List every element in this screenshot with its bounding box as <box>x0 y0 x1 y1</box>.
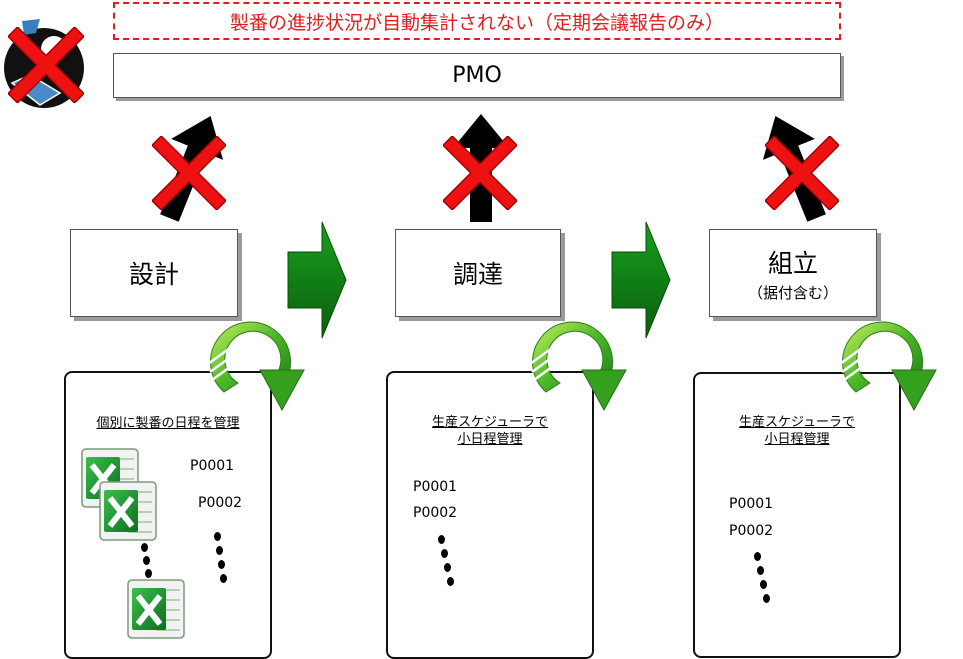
order-code: P0002 <box>729 523 774 539</box>
ellipsis-dot <box>143 556 150 565</box>
ellipsis-dot <box>757 566 764 575</box>
panel-caption: 個別に製番の日程を管理 <box>96 416 240 431</box>
process-title: 設計 <box>128 260 179 289</box>
panel-caption: 生産スケジューラで 小日程管理 <box>738 415 856 447</box>
cycle-arrow-icon <box>198 306 308 416</box>
red-x-icon <box>765 136 839 210</box>
ellipsis-dot <box>438 535 445 544</box>
ellipsis-dot <box>760 580 767 589</box>
order-code: P0001 <box>729 496 774 512</box>
process-subtitle: （据付含む） <box>747 283 838 302</box>
process-box-assembly: 組立 （据付含む） <box>709 229 877 317</box>
order-code: P0001 <box>413 479 458 495</box>
order-code: P0002 <box>198 495 243 511</box>
ellipsis-dot <box>447 577 454 586</box>
flow-arrow-1 <box>287 221 347 339</box>
red-x-icon <box>152 136 226 210</box>
order-code: P0002 <box>413 505 458 521</box>
ellipsis-dot <box>216 546 223 555</box>
process-box-design: 設計 <box>70 229 238 317</box>
order-code: P0001 <box>190 458 235 474</box>
ellipsis-dot <box>218 560 225 569</box>
process-title: 組立 <box>767 248 818 278</box>
ellipsis-dot <box>214 532 221 541</box>
cycle-arrow-icon <box>520 306 630 416</box>
ellipsis-dot <box>145 569 152 578</box>
cycle-arrow-icon <box>830 306 940 416</box>
flow-arrow-2 <box>611 221 671 339</box>
detail-panel-assembly <box>693 372 901 658</box>
ellipsis-dot <box>441 549 448 558</box>
process-title: 調達 <box>452 260 503 289</box>
ellipsis-dot <box>754 552 761 561</box>
ellipsis-dot <box>141 543 148 552</box>
excel-file-icon <box>98 480 158 542</box>
red-x-icon <box>443 136 517 210</box>
pmo-box: PMO <box>113 53 841 98</box>
detail-panel-procurement <box>386 371 594 659</box>
process-box-procurement: 調達 <box>395 229 561 317</box>
ellipsis-dot <box>444 563 451 572</box>
person-laptop-icon <box>0 13 90 109</box>
ellipsis-dot <box>220 574 227 583</box>
panel-caption: 生産スケジューラで 小日程管理 <box>431 415 549 447</box>
excel-file-icon <box>126 578 186 640</box>
status-banner: 製番の進捗状況が自動集計されない（定期会議報告のみ） <box>113 2 841 40</box>
ellipsis-dot <box>763 594 770 603</box>
